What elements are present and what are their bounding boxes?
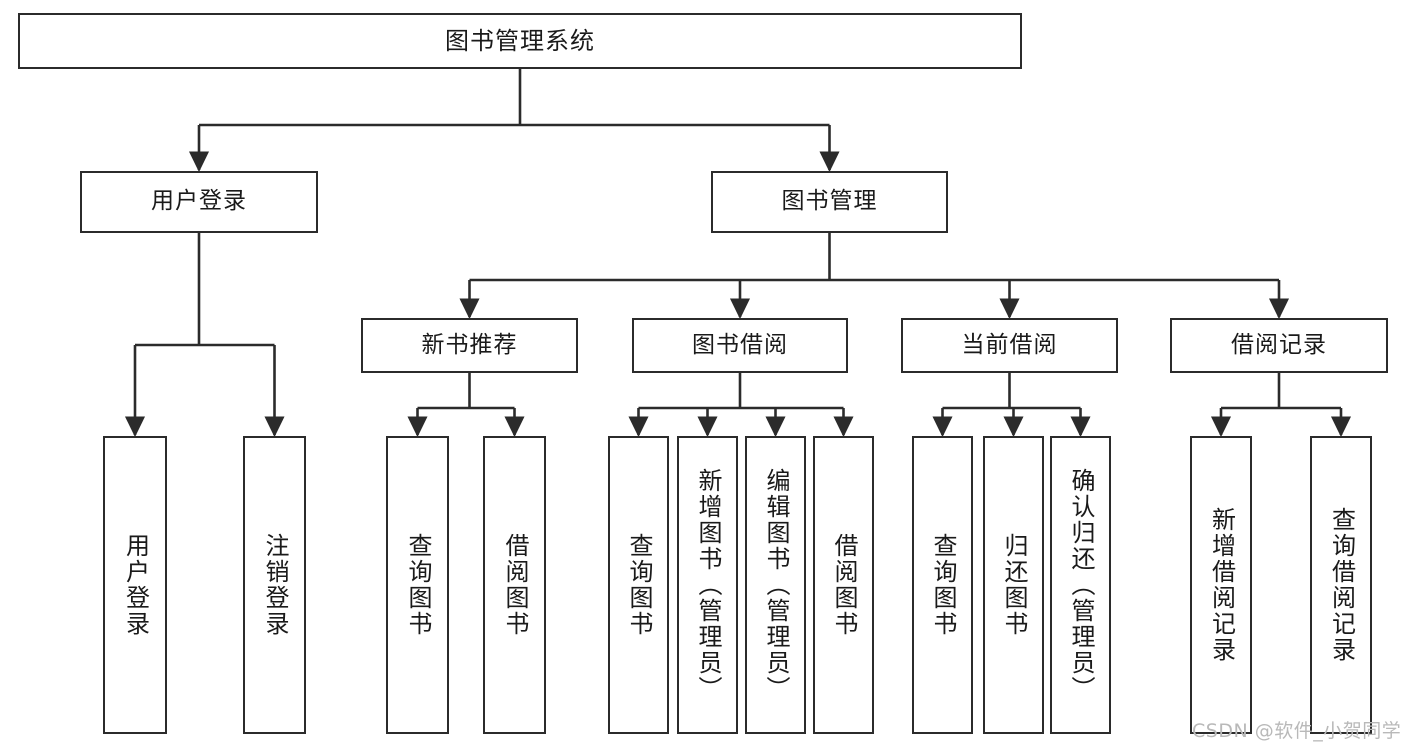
leaf-query-book-1[interactable]: 查询图书 <box>386 436 449 734</box>
leaf-confirm-return-admin[interactable]: 确认归还（管理员） <box>1050 436 1111 734</box>
leaf-borrow-book-1[interactable]: 借阅图书 <box>483 436 546 734</box>
node-new-book-recommend[interactable]: 新书推荐 <box>361 318 578 373</box>
leaf-logout-login[interactable]: 注销登录 <box>243 436 306 734</box>
node-user-login[interactable]: 用户登录 <box>80 171 318 233</box>
node-current-borrow[interactable]: 当前借阅 <box>901 318 1118 373</box>
leaf-label: 借阅图书 <box>829 533 858 637</box>
leaf-query-book-2[interactable]: 查询图书 <box>608 436 669 734</box>
leaf-label: 新增借阅记录 <box>1207 507 1236 663</box>
leaf-return-book[interactable]: 归还图书 <box>983 436 1044 734</box>
leaf-label: 编辑图书（管理员） <box>761 468 790 702</box>
leaf-label: 查询借阅记录 <box>1327 507 1356 663</box>
leaf-add-borrow-record[interactable]: 新增借阅记录 <box>1190 436 1252 734</box>
leaf-query-borrow-record[interactable]: 查询借阅记录 <box>1310 436 1372 734</box>
leaf-label: 用户登录 <box>121 533 150 637</box>
leaf-label: 借阅图书 <box>500 533 529 637</box>
leaf-label: 归还图书 <box>999 533 1028 637</box>
leaf-borrow-book-2[interactable]: 借阅图书 <box>813 436 874 734</box>
leaf-add-book-admin[interactable]: 新增图书（管理员） <box>677 436 738 734</box>
node-borrow-record[interactable]: 借阅记录 <box>1170 318 1388 373</box>
node-book-manage[interactable]: 图书管理 <box>711 171 948 233</box>
leaf-query-book-3[interactable]: 查询图书 <box>912 436 973 734</box>
leaf-edit-book-admin[interactable]: 编辑图书（管理员） <box>745 436 806 734</box>
node-book-borrow[interactable]: 图书借阅 <box>632 318 848 373</box>
csdn-watermark: CSDN @软件_小贺同学 <box>1192 720 1402 742</box>
node-root[interactable]: 图书管理系统 <box>18 13 1022 69</box>
leaf-label: 确认归还（管理员） <box>1066 468 1095 702</box>
leaf-label: 查询图书 <box>928 533 957 637</box>
leaf-label: 查询图书 <box>624 533 653 637</box>
leaf-label: 查询图书 <box>403 533 432 637</box>
leaf-label: 注销登录 <box>260 533 289 637</box>
leaf-user-login[interactable]: 用户登录 <box>103 436 167 734</box>
leaf-label: 新增图书（管理员） <box>693 468 722 702</box>
